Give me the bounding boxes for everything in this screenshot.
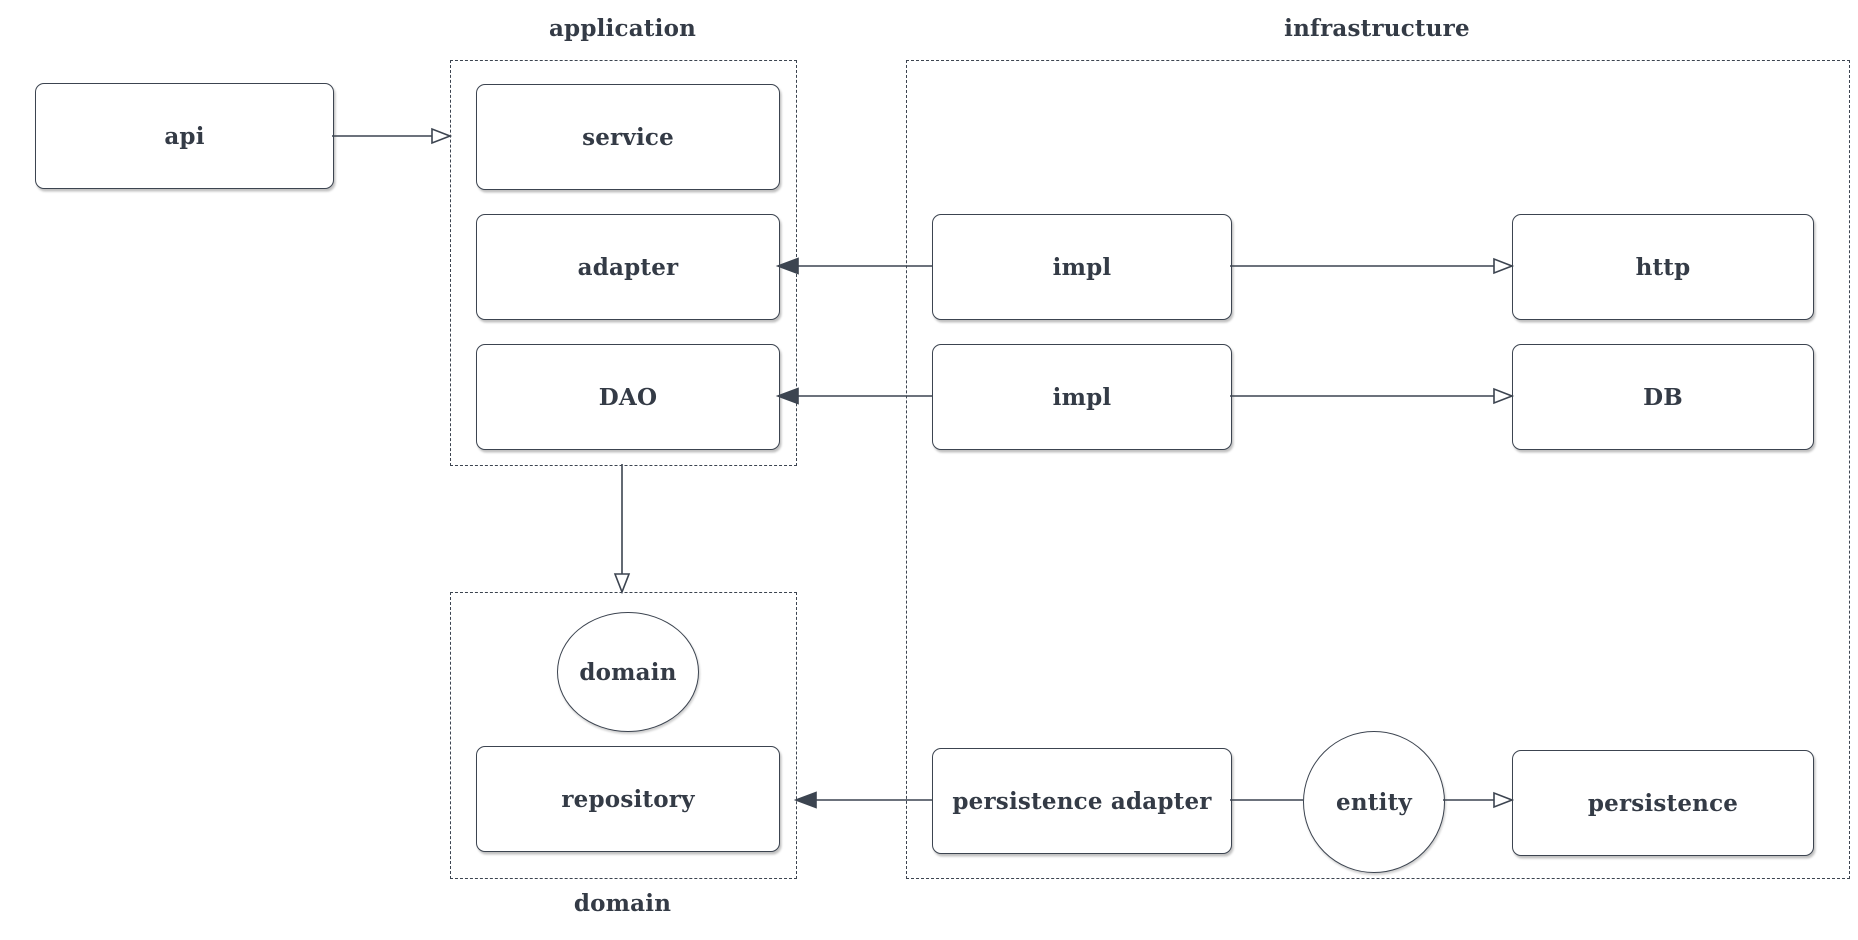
http-node: http: [1512, 214, 1814, 320]
infrastructure-group-label: infrastructure: [1284, 15, 1470, 42]
api-to-application-arrow: [332, 127, 453, 145]
application-group-label: application: [548, 15, 697, 42]
persistence-node: persistence: [1512, 750, 1814, 856]
entity-node-label: entity: [1336, 788, 1412, 816]
impl-db-node: impl: [932, 344, 1232, 450]
repository-node-label: repository: [561, 785, 695, 813]
domain-object-node-label: domain: [579, 658, 677, 686]
service-node-label: service: [582, 123, 674, 151]
persistence-adapter-node: persistence adapter: [932, 748, 1232, 854]
persistence-adapter-node-label: persistence adapter: [952, 787, 1212, 815]
infrastructure-group-border: [906, 60, 1850, 879]
application-to-domain-arrow: [613, 464, 631, 595]
http-node-label: http: [1635, 253, 1691, 281]
entity-node: entity: [1303, 731, 1445, 873]
adapter-node: adapter: [476, 214, 780, 320]
dao-node-label: DAO: [598, 383, 658, 411]
impl-http-node: impl: [932, 214, 1232, 320]
repository-node: repository: [476, 746, 780, 852]
db-node: DB: [1512, 344, 1814, 450]
adapter-node-label: adapter: [577, 253, 679, 281]
api-node: api: [35, 83, 334, 189]
domain-group-label: domain: [573, 890, 672, 917]
service-node: service: [476, 84, 780, 190]
impl-http-node-label: impl: [1052, 253, 1112, 281]
api-node-label: api: [164, 122, 205, 150]
domain-object-node: domain: [557, 612, 699, 732]
db-node-label: DB: [1643, 383, 1683, 411]
persistence-node-label: persistence: [1587, 789, 1739, 817]
dao-node: DAO: [476, 344, 780, 450]
impl-db-node-label: impl: [1052, 383, 1112, 411]
